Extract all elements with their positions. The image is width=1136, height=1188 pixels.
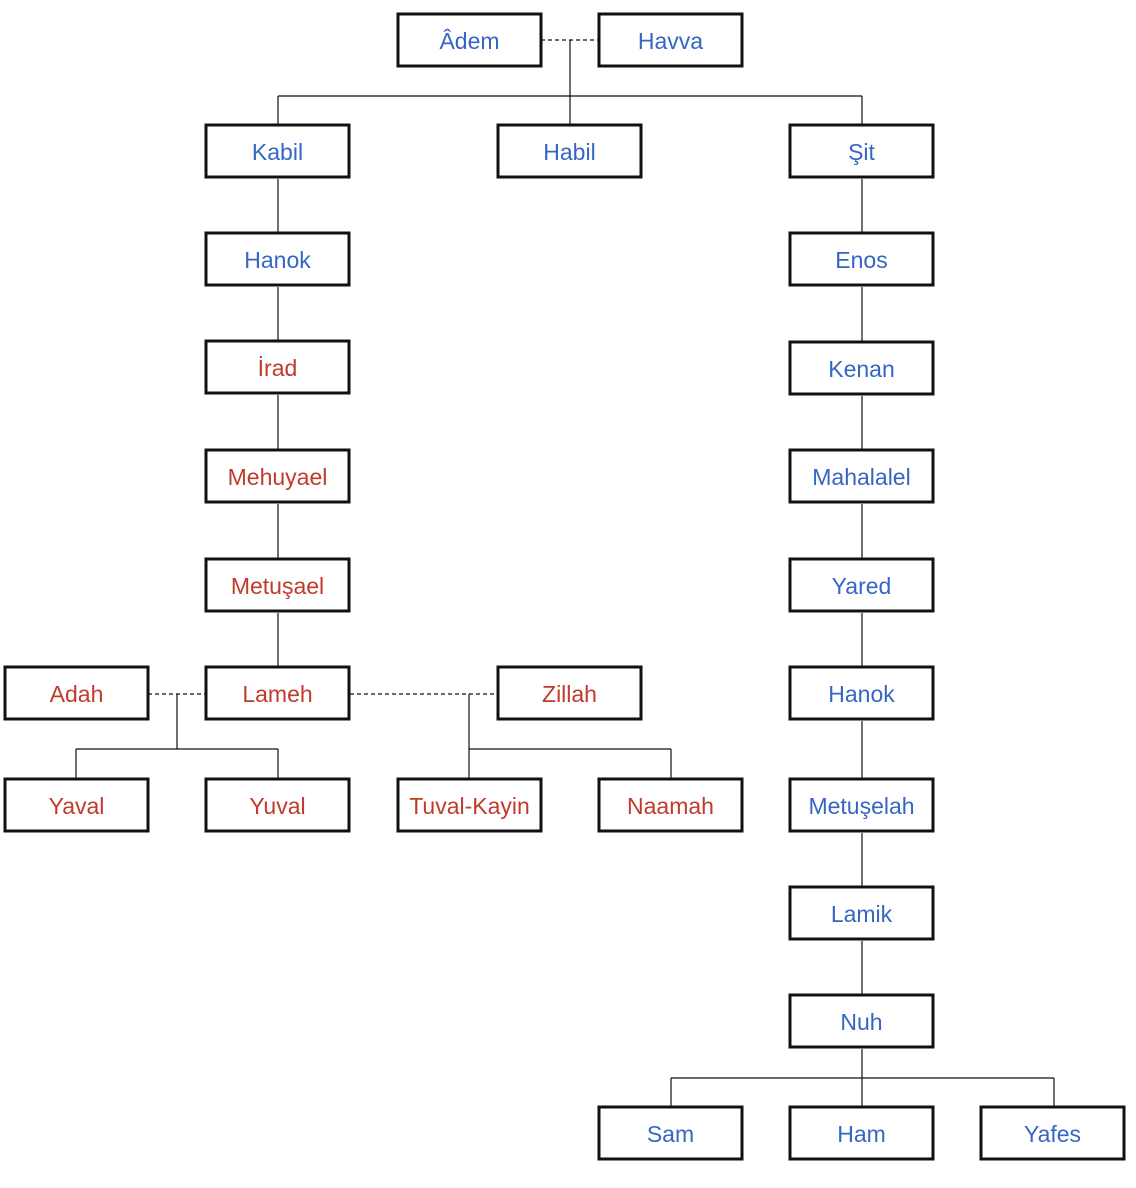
person-name: Zillah [542,681,597,707]
person-name: Metuşelah [808,793,914,819]
person-hanok-kabil-line: Hanok [204,231,351,287]
person-name: Naamah [627,793,714,819]
person-sit: Şit [788,123,935,179]
person-name: Yafes [1024,1121,1081,1147]
connectors [75,39,1055,1107]
person-name: Hanok [828,681,895,707]
person-lamik: Lamik [788,885,935,941]
person-name: Yared [832,573,892,599]
person-name: Mehuyael [228,464,328,490]
person-naamah: Naamah [597,777,744,833]
person-ham: Ham [788,1105,935,1161]
person-name: Adah [50,681,104,707]
person-yared: Yared [788,557,935,613]
person-name: Şit [848,139,875,165]
person-nuh: Nuh [788,993,935,1049]
person-yaval: Yaval [3,777,150,833]
person-name: Lamik [831,901,893,927]
person-name: Yuval [249,793,305,819]
person-enos: Enos [788,231,935,287]
person-name: Lameh [242,681,312,707]
person-name: Metuşael [231,573,324,599]
person-name: Habil [543,139,595,165]
person-name: Mahalalel [812,464,910,490]
person-name: Kenan [828,356,895,382]
person-yafes: Yafes [979,1105,1126,1161]
person-sam: Sam [597,1105,744,1161]
person-name: Âdem [439,28,499,54]
person-mehuyael: Mehuyael [204,448,351,504]
person-name: Tuval-Kayin [409,793,530,819]
person-name: Sam [647,1121,694,1147]
person-metusael: Metuşael [204,557,351,613]
person-zillah: Zillah [496,665,643,721]
person-kabil: Kabil [204,123,351,179]
person-tuval-kayin: Tuval-Kayin [396,777,543,833]
person-lameh: Lameh [204,665,351,721]
person-name: Nuh [840,1009,882,1035]
person-adem: Âdem [396,12,543,68]
person-name: Enos [835,247,887,273]
person-kenan: Kenan [788,340,935,396]
person-name: Hanok [244,247,311,273]
person-mahalalel: Mahalalel [788,448,935,504]
person-hanok-sit-line: Hanok [788,665,935,721]
person-name: İrad [258,355,298,381]
person-irad: İrad [204,339,351,395]
person-adah: Adah [3,665,150,721]
person-name: Yaval [49,793,105,819]
person-name: Kabil [252,139,303,165]
person-metuselah: Metuşelah [788,777,935,833]
person-yuval: Yuval [204,777,351,833]
person-havva: Havva [597,12,744,68]
person-nodes: Âdem Havva Kabil Habil Şit Hanok İrad Me… [3,12,1126,1161]
person-name: Havva [638,28,703,54]
person-habil: Habil [496,123,643,179]
person-name: Ham [837,1121,886,1147]
